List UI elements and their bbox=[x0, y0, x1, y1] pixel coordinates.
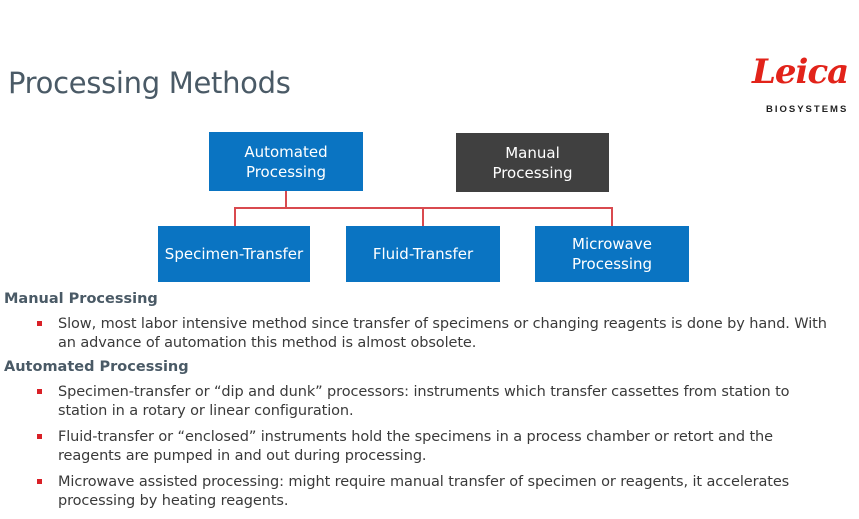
connector-drop-middle bbox=[422, 207, 424, 226]
automated-processing-box: Automated Processing bbox=[209, 132, 363, 191]
slide-title: Processing Methods bbox=[8, 66, 291, 100]
bullet-item: Slow, most labor intensive method since … bbox=[37, 315, 828, 353]
connector-vertical-top bbox=[285, 191, 287, 208]
slide-body: Manual Processing Slow, most labor inten… bbox=[0, 289, 859, 511]
leica-logo: Leica BIOSYSTEMS bbox=[740, 52, 858, 118]
logo-wordmark: Leica bbox=[752, 52, 849, 92]
microwave-processing-box: Microwave Processing bbox=[535, 226, 689, 282]
logo-subtitle: BIOSYSTEMS bbox=[766, 104, 849, 115]
bullet-marker bbox=[37, 479, 42, 484]
bullet-marker bbox=[37, 434, 42, 439]
bullet-text: Slow, most labor intensive method since … bbox=[58, 316, 827, 351]
connector-drop-right bbox=[611, 207, 613, 226]
specimen-transfer-box: Specimen-Transfer bbox=[158, 226, 310, 282]
bullet-text: Microwave assisted processing: might req… bbox=[58, 474, 790, 509]
bullet-marker bbox=[37, 321, 42, 326]
manual-processing-box: Manual Processing bbox=[456, 133, 609, 192]
bullet-text: Fluid-transfer or “enclosed” instruments… bbox=[58, 429, 773, 464]
bullet-item: Microwave assisted processing: might req… bbox=[37, 473, 828, 511]
section-heading-automated: Automated Processing bbox=[4, 359, 189, 375]
bullet-text: Specimen-transfer or “dip and dunk” proc… bbox=[58, 384, 790, 419]
section-heading-manual: Manual Processing bbox=[4, 291, 158, 307]
bullet-marker bbox=[37, 389, 42, 394]
fluid-transfer-box: Fluid-Transfer bbox=[346, 226, 500, 282]
bullet-item: Specimen-transfer or “dip and dunk” proc… bbox=[37, 383, 828, 421]
connector-drop-left bbox=[234, 207, 236, 226]
bullet-item: Fluid-transfer or “enclosed” instruments… bbox=[37, 428, 828, 466]
